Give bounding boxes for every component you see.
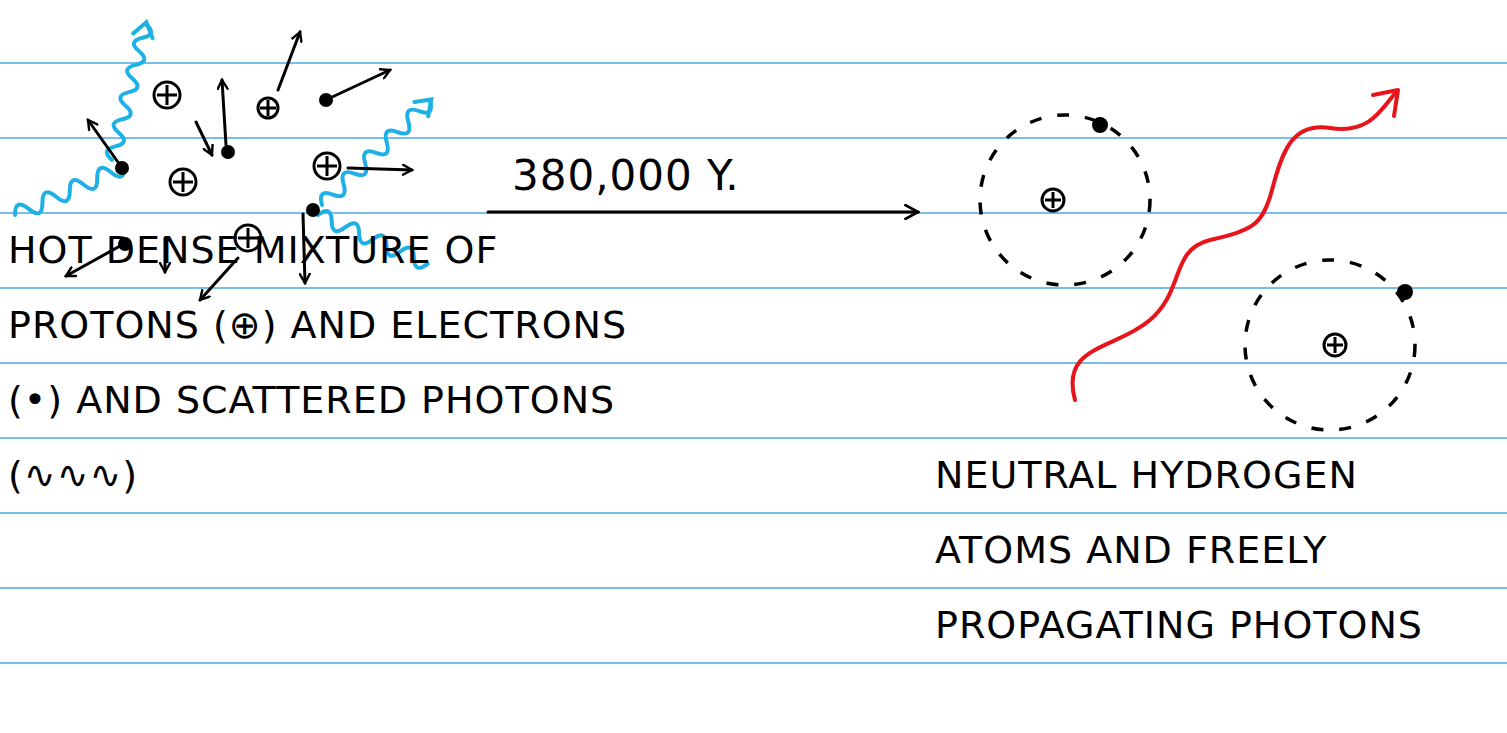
protons — [154, 82, 340, 251]
time-label: 380,000 Y. — [512, 138, 912, 213]
caption-after: NEUTRAL HYDROGEN ATOMS AND FREELY PROPAG… — [935, 438, 1495, 663]
caption-before: HOT DENSE MIXTURE OF PROTONS (⊕) AND ELE… — [8, 213, 648, 513]
free-photon — [1072, 90, 1398, 400]
time-arrow — [488, 212, 918, 213]
ruled-lines — [0, 63, 1507, 663]
hydrogen-atoms — [980, 115, 1415, 430]
electrons — [115, 93, 333, 251]
